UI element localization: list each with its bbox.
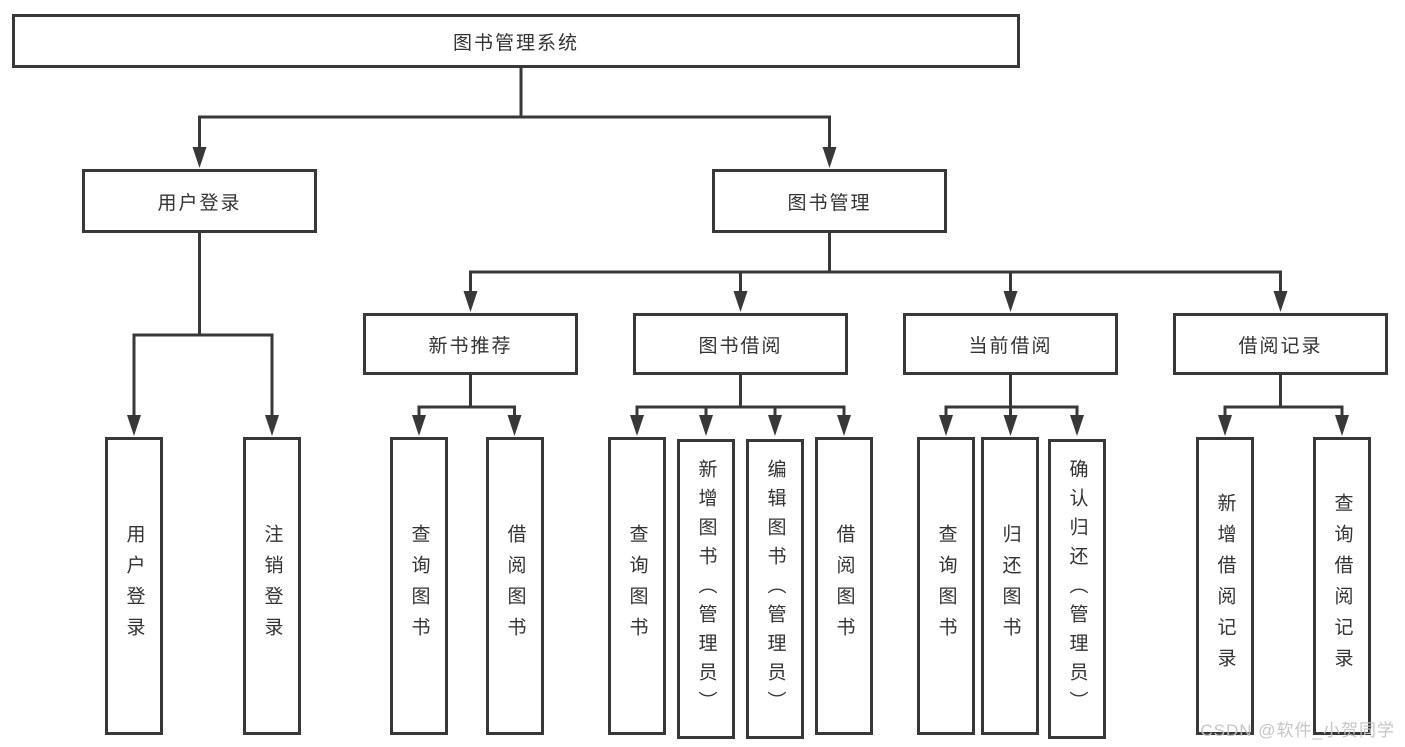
leaf-user-login: 用户登录 [105, 437, 163, 735]
leaf-logout: 注销登录 [243, 437, 301, 735]
arrowheads-level1 [192, 147, 837, 168]
connector-user-login-to-leaves [132, 233, 274, 418]
leaf-rec-query-book: 查询图书 [390, 437, 448, 735]
connector-new-book-rec-to-leaves [417, 375, 516, 418]
connector-borrow-records-to-leaves [1223, 375, 1344, 418]
node-borrow-records: 借阅记录 [1173, 313, 1388, 375]
leaf-br-query-record: 查询借阅记录 [1313, 437, 1371, 735]
arrowheads-current-borrow [939, 415, 1084, 436]
leaf-bb-edit-book-admin: 编辑图书（管理员） [746, 439, 804, 739]
node-book-borrow: 图书借阅 [633, 313, 848, 375]
node-current-borrow: 当前借阅 [903, 313, 1118, 375]
leaf-bb-borrow-book: 借阅图书 [815, 437, 873, 735]
leaf-cb-confirm-return-admin: 确认归还（管理员） [1048, 439, 1106, 739]
leaf-cb-query-book: 查询图书 [917, 437, 975, 735]
csdn-watermark: CSDN @软件_小贺同学 [1200, 721, 1395, 740]
node-root-system: 图书管理系统 [12, 14, 1020, 68]
leaf-bb-add-book-admin: 新增图书（管理员） [677, 439, 735, 739]
arrowheads-level2 [463, 291, 1288, 312]
connector-current-borrow-to-leaves [944, 375, 1079, 418]
node-book-management: 图书管理 [712, 169, 947, 233]
arrowheads-borrow-records [1218, 415, 1349, 436]
connector-root-to-level1 [198, 68, 831, 150]
leaf-rec-borrow-book: 借阅图书 [486, 437, 544, 735]
connector-book-mgmt-to-level2 [469, 233, 1282, 294]
node-new-book-recommend: 新书推荐 [363, 313, 578, 375]
arrowheads-book-borrow [630, 415, 851, 436]
connector-book-borrow-to-leaves [635, 375, 846, 418]
node-user-login: 用户登录 [82, 169, 317, 233]
leaf-bb-query-book: 查询图书 [608, 437, 666, 735]
arrowheads-new-book-rec [412, 415, 522, 436]
leaf-br-add-record: 新增借阅记录 [1196, 437, 1254, 735]
arrowheads-user-login-leaves [127, 415, 279, 436]
leaf-cb-return-book: 归还图书 [981, 437, 1039, 735]
